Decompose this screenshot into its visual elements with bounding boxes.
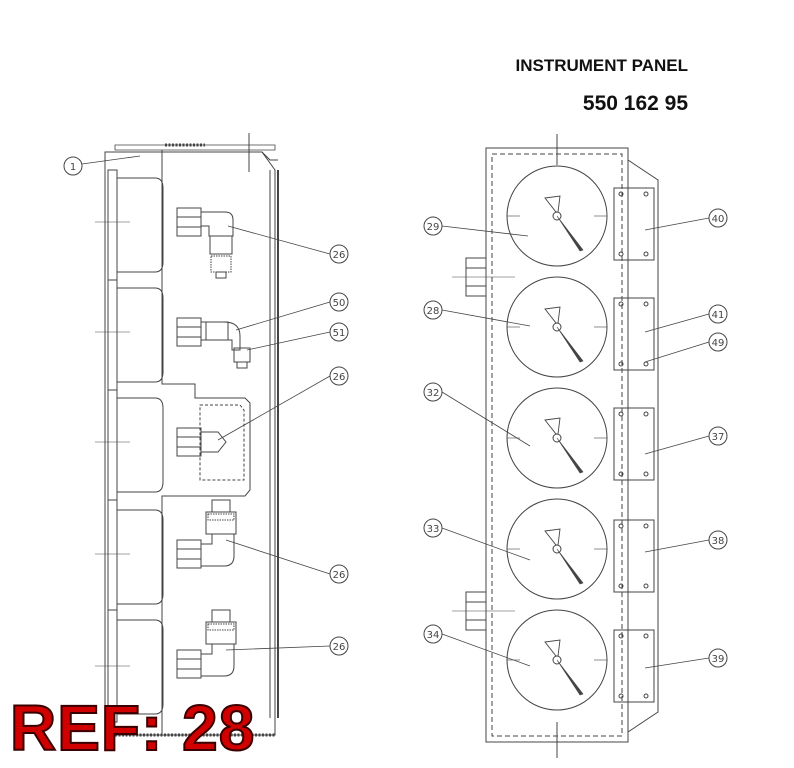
bracket-3 <box>613 407 655 481</box>
svg-text:1: 1 <box>70 162 76 173</box>
gauge-5 <box>506 609 608 711</box>
svg-text:26: 26 <box>333 642 346 653</box>
svg-text:51: 51 <box>333 328 346 339</box>
svg-text:49: 49 <box>712 338 725 349</box>
bracket-2 <box>613 297 655 371</box>
gauge-callout-32: 32 <box>423 382 443 402</box>
front-side-flange <box>627 159 659 733</box>
svg-text:32: 32 <box>427 388 440 399</box>
gauge-callout-33: 33 <box>423 518 443 538</box>
left-side-view <box>81 133 331 737</box>
left-callout-26b: 26 <box>329 366 349 386</box>
svg-text:41: 41 <box>712 310 725 321</box>
gauge-callout-28: 28 <box>423 300 443 320</box>
gauge-1 <box>506 165 608 267</box>
drawing-title: INSTRUMENT PANEL <box>515 56 688 75</box>
gauge-callout-34: 34 <box>423 624 443 644</box>
bracket-4 <box>613 519 655 593</box>
part-number: 550 162 95 <box>582 92 688 115</box>
bracket-callout-37: 37 <box>708 426 728 446</box>
bracket-callout-39: 39 <box>708 648 728 668</box>
gauge-4 <box>506 498 608 600</box>
bracket-5 <box>613 629 655 703</box>
left-callout-26c: 26 <box>329 564 349 584</box>
gauge-housings-side <box>95 169 164 723</box>
left-callout-51: 51 <box>329 322 349 342</box>
bracket-callout-41: 41 <box>708 304 728 324</box>
svg-text:26: 26 <box>333 372 346 383</box>
side-knob-upper <box>452 257 515 297</box>
svg-text:39: 39 <box>712 654 725 665</box>
left-callout-26a: 26 <box>329 244 349 264</box>
left-plate-window <box>199 404 245 481</box>
gauge-2 <box>506 276 608 378</box>
bracket-callout-49: 49 <box>708 332 728 352</box>
right-leader-lines <box>441 217 710 669</box>
right-front-view <box>441 134 710 758</box>
front-inner-frame <box>491 153 623 737</box>
gauge-callout-29: 29 <box>423 216 443 236</box>
left-top-step <box>249 151 278 161</box>
svg-text:26: 26 <box>333 250 346 261</box>
left-callout-1: 1 <box>63 156 83 176</box>
bracket-1 <box>613 187 655 261</box>
left-mount-plate <box>161 150 251 735</box>
left-leader-lines <box>81 155 331 651</box>
side-knob-lower <box>452 591 515 631</box>
svg-text:26: 26 <box>333 570 346 581</box>
gauge-3 <box>506 387 608 489</box>
bracket-callout-40: 40 <box>708 208 728 228</box>
svg-text:29: 29 <box>427 222 440 233</box>
svg-text:40: 40 <box>712 214 725 225</box>
left-callout-26d: 26 <box>329 636 349 656</box>
svg-text:50: 50 <box>333 298 346 309</box>
left-enclosure-outline <box>104 151 276 736</box>
svg-text:37: 37 <box>712 432 725 443</box>
bracket-callout-38: 38 <box>708 530 728 550</box>
svg-text:38: 38 <box>712 536 725 547</box>
svg-text:33: 33 <box>427 524 440 535</box>
left-top-flange <box>114 144 276 151</box>
fittings <box>176 207 251 679</box>
gauge-faces <box>506 165 608 711</box>
reference-label: REF: 28 <box>9 692 256 764</box>
svg-text:28: 28 <box>427 306 440 317</box>
svg-text:34: 34 <box>427 630 440 641</box>
left-callout-50: 50 <box>329 292 349 312</box>
mounting-brackets <box>613 187 655 703</box>
